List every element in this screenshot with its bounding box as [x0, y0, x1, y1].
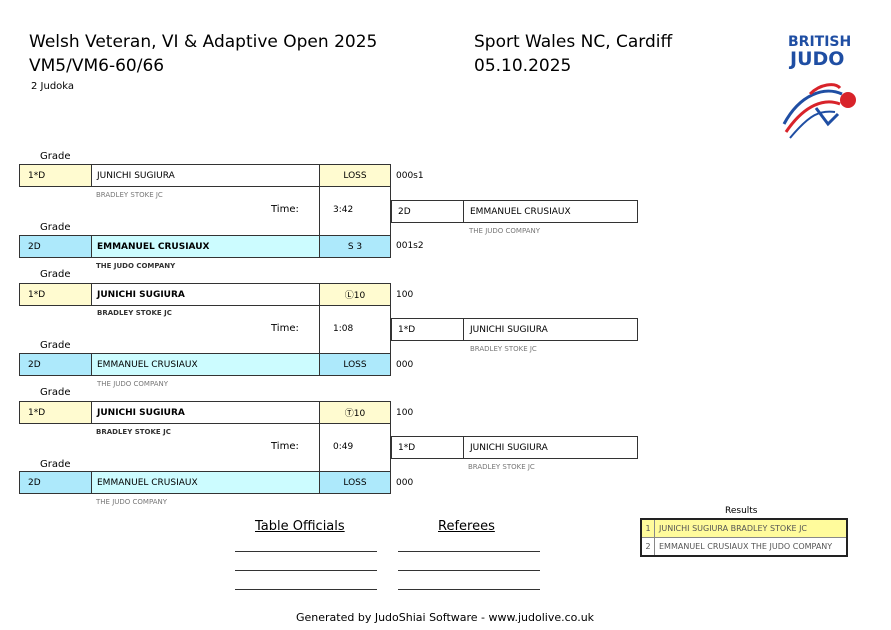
time-label: Time:	[271, 441, 299, 452]
judoka-emblem-icon	[782, 83, 856, 139]
signature-line	[235, 551, 377, 552]
club: THE JUDO COMPANY	[96, 262, 176, 270]
results-title: Results	[725, 506, 758, 516]
rank: 2	[642, 538, 655, 555]
winner-club: THE JUDO COMPANY	[469, 227, 541, 235]
competition-title: Welsh Veteran, VI & Adaptive Open 2025	[29, 32, 378, 52]
time-label: Time:	[271, 204, 299, 215]
grade: 1*D	[20, 402, 92, 423]
winner-box: 1*D JUNICHI SUGIURA	[391, 318, 638, 341]
club: BRADLEY STOKE JC	[96, 191, 163, 199]
grade: 2D	[20, 354, 92, 375]
points: 000	[396, 478, 414, 488]
logo-text-judo: JUDO	[790, 48, 845, 70]
table-officials-heading: Table Officials	[255, 519, 345, 534]
grade-label: Grade	[40, 340, 71, 351]
venue: Sport Wales NC, Cardiff	[474, 32, 673, 52]
time-cell	[319, 306, 391, 353]
judoka-count: 2 Judoka	[31, 81, 75, 92]
club: THE JUDO COMPANY	[97, 380, 169, 388]
grade-label: Grade	[40, 222, 71, 233]
winner-name: JUNICHI SUGIURA	[470, 442, 548, 453]
footer-text: Generated by JudoShiai Software - www.ju…	[296, 611, 595, 624]
score: LOSS	[320, 472, 390, 493]
score: S 3	[320, 236, 390, 257]
grade-label: Grade	[40, 459, 71, 470]
results-row: 1 JUNICHI SUGIURA BRADLEY STOKE JC	[642, 520, 846, 538]
signature-line	[235, 589, 377, 590]
competitor-name: JUNICHI SUGIURA	[92, 284, 320, 305]
british-judo-logo: BRITISH JUDO	[780, 34, 860, 144]
club: BRADLEY STOKE JC	[97, 309, 172, 317]
winner-grade: 1*D	[392, 437, 464, 458]
competitor-name: EMMANUEL CRUSIAUX	[92, 472, 320, 493]
results-row: 2 EMMANUEL CRUSIAUX THE JUDO COMPANY	[642, 538, 846, 555]
score: Ⓛ10	[320, 284, 390, 305]
points: 000	[396, 360, 414, 370]
logo-text-british: BRITISH	[788, 34, 852, 50]
time-cell	[319, 187, 391, 235]
grade-label: Grade	[40, 387, 71, 398]
winner-grade: 1*D	[392, 319, 464, 340]
winner-club: BRADLEY STOKE JC	[470, 345, 537, 353]
competitor-name: JUNICHI SUGIURA	[92, 165, 320, 186]
score: LOSS	[320, 165, 390, 186]
points: 100	[396, 290, 414, 300]
time-value: 0:49	[333, 442, 354, 452]
result-name: EMMANUEL CRUSIAUX THE JUDO COMPANY	[659, 542, 833, 551]
date: 05.10.2025	[474, 56, 572, 76]
score: Ⓣ10	[320, 402, 390, 423]
competitor-name: EMMANUEL CRUSIAUX	[92, 354, 320, 375]
points: 000s1	[396, 171, 424, 181]
signature-line	[235, 570, 377, 571]
grade: 2D	[20, 236, 92, 257]
grade-label: Grade	[40, 269, 71, 280]
winner-box: 2D EMMANUEL CRUSIAUX	[391, 200, 638, 223]
club: THE JUDO COMPANY	[96, 498, 168, 506]
winner-grade: 2D	[392, 201, 464, 222]
category: VM5/VM6-60/66	[29, 56, 165, 76]
winner-name: JUNICHI SUGIURA	[470, 324, 548, 335]
signature-line	[398, 551, 540, 552]
grade: 2D	[20, 472, 92, 493]
rank: 1	[642, 520, 655, 537]
grade: 1*D	[20, 165, 92, 186]
grade-label: Grade	[40, 151, 71, 162]
club: BRADLEY STOKE JC	[96, 428, 171, 436]
time-value: 3:42	[333, 205, 354, 215]
signature-line	[398, 570, 540, 571]
time-value: 1:08	[333, 324, 354, 334]
winner-name: EMMANUEL CRUSIAUX	[470, 206, 571, 217]
competitor-name: EMMANUEL CRUSIAUX	[92, 236, 320, 257]
referees-heading: Referees	[438, 519, 495, 534]
signature-line	[398, 589, 540, 590]
points: 100	[396, 408, 414, 418]
score: LOSS	[320, 354, 390, 375]
competitor-name: JUNICHI SUGIURA	[92, 402, 320, 423]
time-label: Time:	[271, 323, 299, 334]
grade: 1*D	[20, 284, 92, 305]
results-table: 1 JUNICHI SUGIURA BRADLEY STOKE JC 2 EMMAN…	[640, 518, 848, 557]
points: 001s2	[396, 241, 424, 251]
time-cell	[319, 424, 391, 471]
winner-club: BRADLEY STOKE JC	[468, 463, 535, 471]
result-name: JUNICHI SUGIURA BRADLEY STOKE JC	[659, 524, 808, 533]
winner-box: 1*D JUNICHI SUGIURA	[391, 436, 638, 459]
